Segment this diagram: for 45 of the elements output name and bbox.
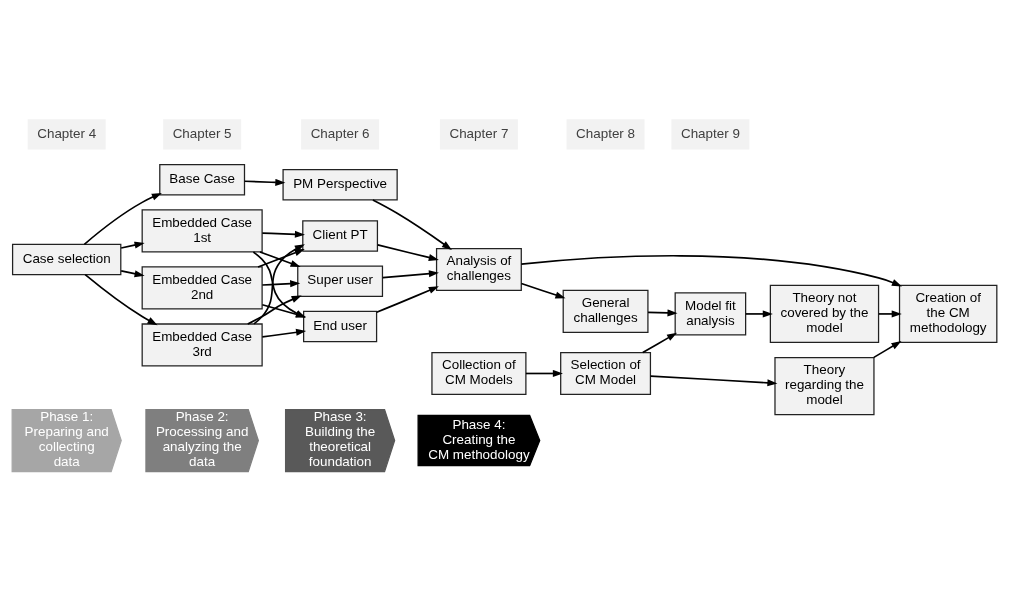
- arrow: [878, 309, 902, 317]
- arrow: [261, 328, 307, 338]
- label: Chapter 6: [310, 125, 370, 141]
- arrow: [641, 332, 678, 353]
- label: Chapter 5: [172, 125, 232, 141]
- arrow: [84, 273, 158, 325]
- arrow: [261, 230, 305, 238]
- node-box: Creation of the CM methodology: [898, 284, 998, 343]
- arrow: [375, 285, 439, 313]
- arrow: [376, 243, 439, 261]
- arrow: [261, 279, 301, 287]
- arrow: [873, 340, 902, 358]
- node-box: General challenges: [562, 289, 649, 333]
- node-box: Theory regarding the model: [774, 356, 875, 415]
- arrow: [745, 309, 773, 317]
- arrow: [520, 282, 566, 298]
- label: Chapter 9: [680, 125, 740, 141]
- arrow: [382, 269, 439, 278]
- node-box: Embedded Case 3rd: [141, 322, 263, 367]
- node-box: Embedded Case 2nd: [141, 265, 263, 310]
- arrow: [120, 269, 145, 277]
- arrow: [647, 308, 678, 316]
- arrow: [525, 369, 563, 377]
- node-box: Client PT: [302, 219, 379, 252]
- node-box: Model fit analysis: [674, 291, 747, 336]
- label: Chapter 8: [576, 125, 635, 141]
- node-box: PM Perspective: [282, 168, 398, 200]
- node-box: Theory not covered by the model: [769, 284, 880, 343]
- arrow: [520, 254, 902, 286]
- node-box: Analysis of challenges: [435, 247, 522, 291]
- arrow: [246, 294, 302, 325]
- arrow: [649, 374, 778, 386]
- node-box: End user: [303, 310, 378, 342]
- node-box: Collection of CM Models: [431, 351, 527, 395]
- node-box: Embedded Case 1st: [141, 208, 263, 252]
- label: Chapter 7: [449, 125, 509, 141]
- arrow: [372, 198, 452, 250]
- arrow: [83, 192, 162, 245]
- arrow: [120, 241, 145, 249]
- node-box: Base Case: [159, 163, 246, 195]
- node-box: Case selection: [11, 243, 122, 275]
- node-box: Super user: [297, 265, 384, 297]
- label: Chapter 4: [37, 125, 97, 141]
- node-box: Selection of CM Model: [560, 351, 652, 395]
- arrow: [243, 178, 286, 186]
